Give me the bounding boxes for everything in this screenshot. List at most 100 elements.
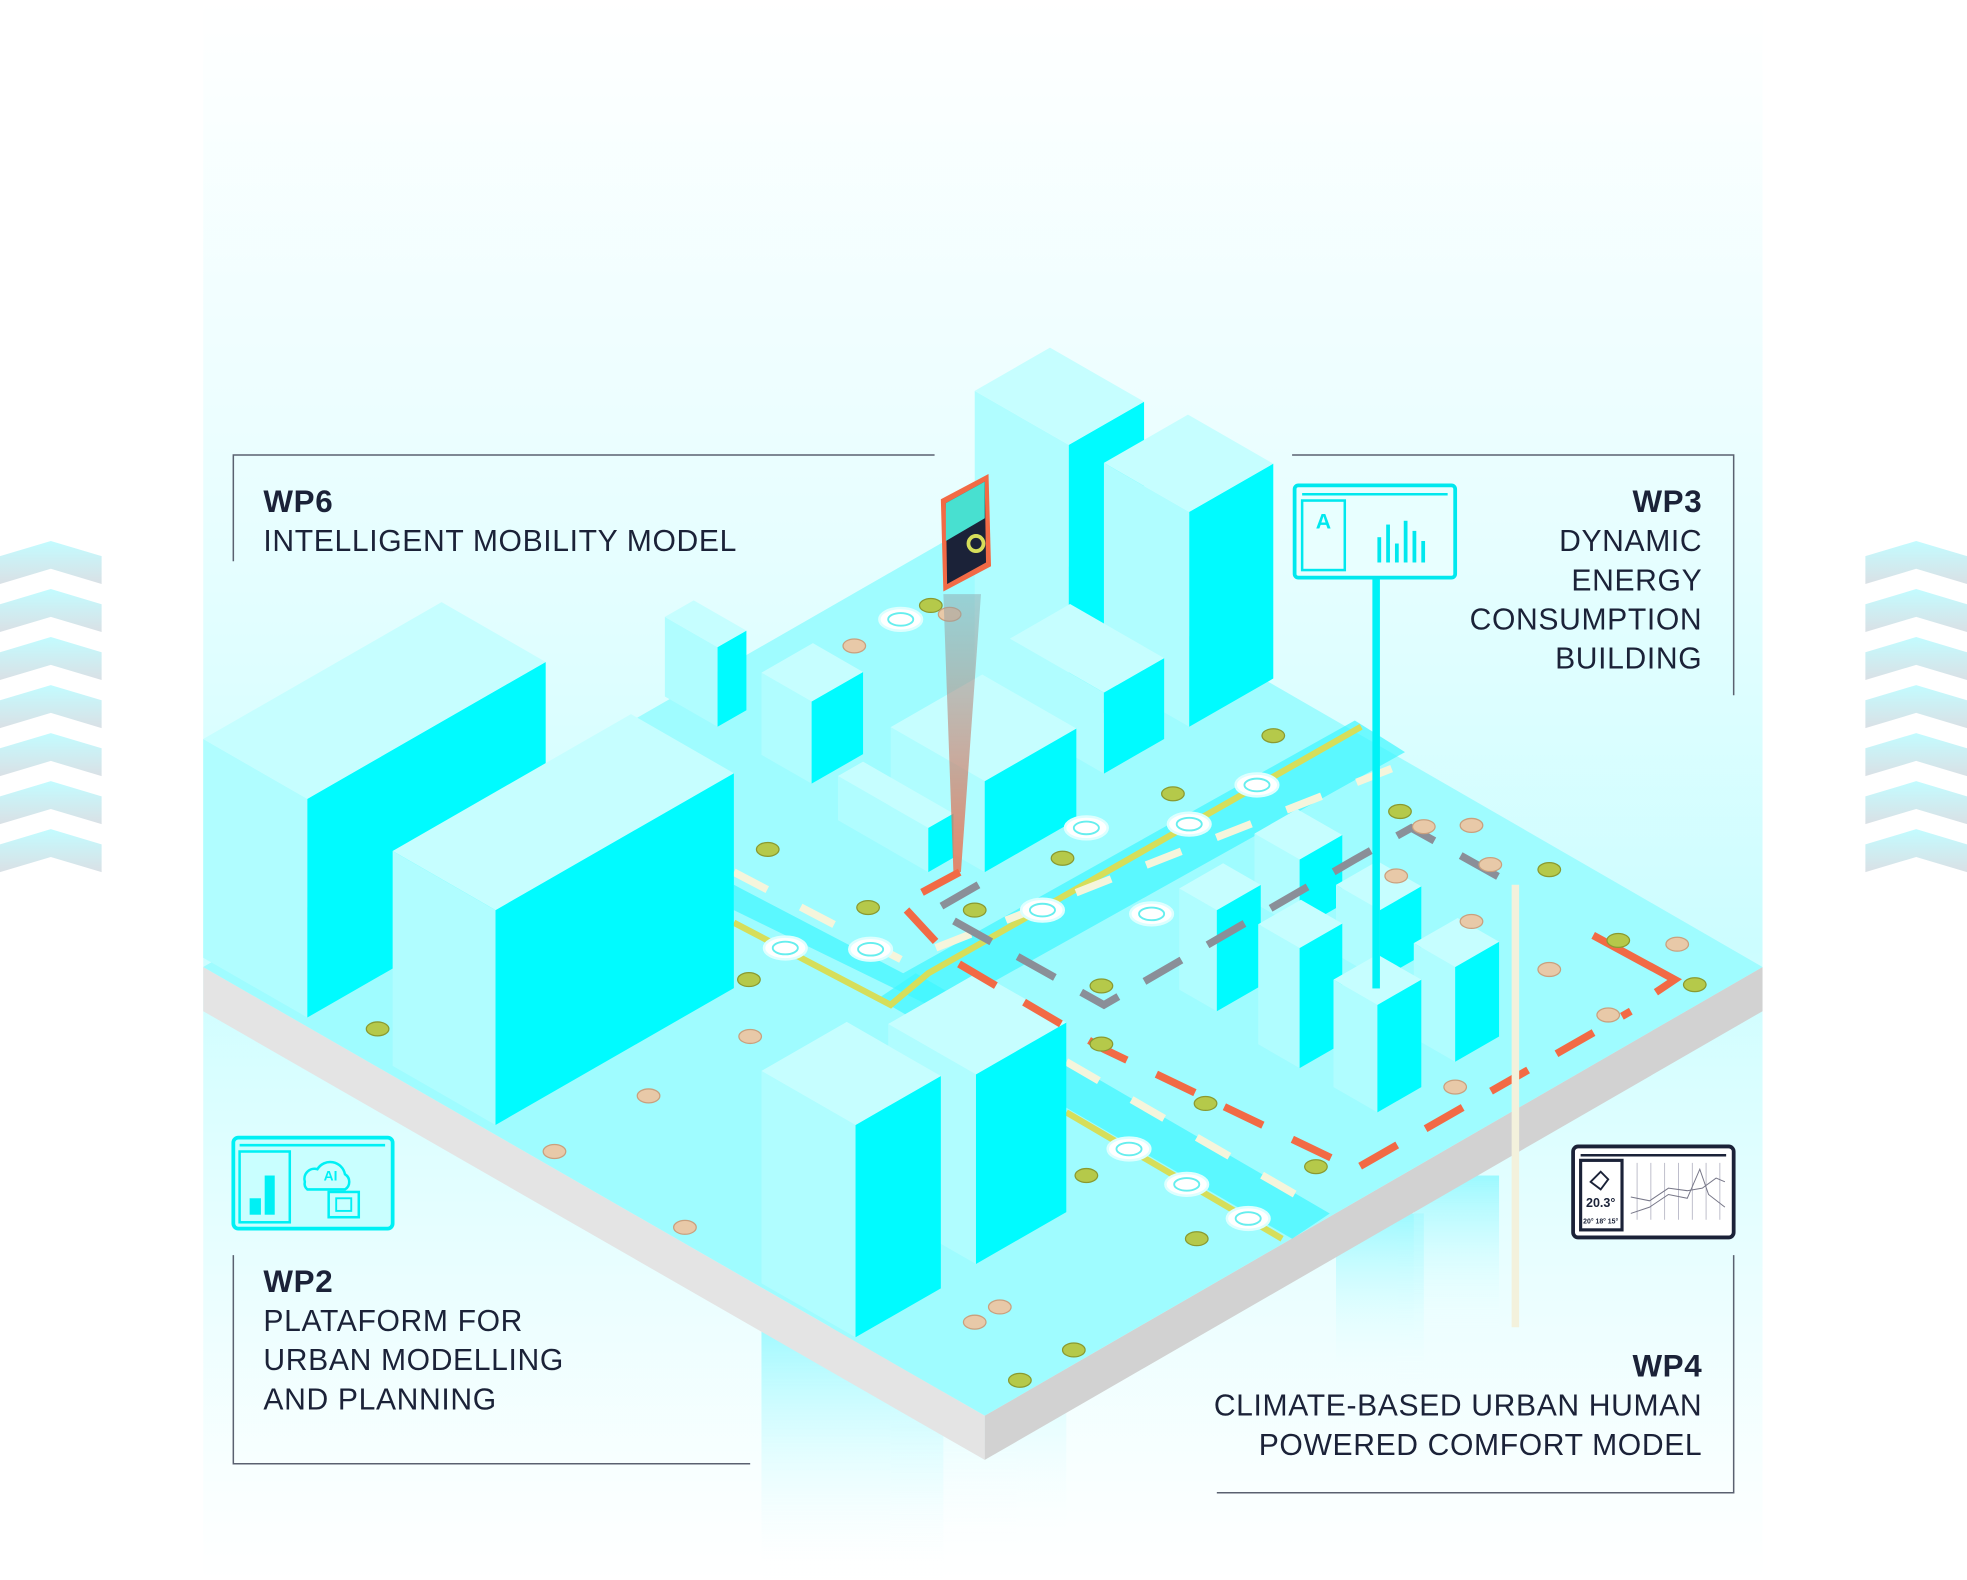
wp4-title-line: POWERED COMFORT MODEL — [1259, 1429, 1703, 1462]
sensor-ring-icon — [1225, 1205, 1271, 1232]
building — [761, 643, 864, 784]
street-dot — [856, 899, 881, 916]
sensor-ring-icon — [762, 935, 808, 961]
street-dot — [1682, 977, 1707, 993]
wp4-code: WP4 — [1632, 1348, 1702, 1383]
wp3-callout: WP3 DYNAMIC ENERGY CONSUMPTION BUILDING — [1292, 454, 1735, 696]
wp3-title-line: BUILDING — [1555, 643, 1702, 676]
wp2-title-line: AND PLANNING — [263, 1383, 496, 1416]
building — [664, 600, 747, 727]
wp6-code: WP6 — [263, 484, 333, 519]
climate-dashboard-icon: 20.3° 20° 18° 15° — [1571, 1144, 1736, 1240]
street-dot — [1665, 936, 1690, 952]
chevron — [0, 733, 102, 777]
sensor-ring-icon — [1166, 811, 1212, 837]
street-dot — [962, 1314, 987, 1330]
street-dot — [1089, 978, 1114, 994]
building — [1258, 899, 1343, 1069]
street-dot — [842, 638, 867, 654]
wp4-title-line: CLIMATE-BASED URBAN HUMAN — [1214, 1390, 1702, 1423]
sensor-ring-icon — [848, 936, 894, 962]
street-dot — [1384, 868, 1409, 884]
street-dot — [1261, 728, 1286, 744]
sensor-ring-icon — [1164, 1171, 1210, 1198]
energy-dashboard-icon: A — [1292, 483, 1458, 989]
street-dot — [1606, 932, 1631, 948]
street-dot — [1007, 1372, 1032, 1388]
street-dot — [1459, 913, 1484, 930]
mobility-phone-pin-icon — [940, 474, 992, 873]
street-dot — [1050, 850, 1075, 866]
street-dot — [1537, 961, 1562, 978]
wp6-title: INTELLIGENT MOBILITY MODEL — [263, 525, 737, 558]
street-dot — [1184, 1231, 1209, 1247]
chevron — [1865, 685, 1967, 729]
street-dot — [987, 1299, 1012, 1315]
chevron — [0, 781, 102, 825]
building — [837, 761, 954, 873]
chevron — [0, 540, 102, 584]
street-dot — [1074, 1167, 1099, 1184]
street-dot — [542, 1143, 567, 1160]
chevron — [1865, 637, 1967, 681]
chevron — [1865, 589, 1967, 632]
energy-label-letter: A — [1316, 509, 1331, 533]
wp2-code: WP2 — [263, 1264, 333, 1299]
right-chevron-decoration — [1865, 540, 1967, 873]
street-dot — [1478, 856, 1503, 873]
street-dot — [673, 1219, 697, 1235]
sensor-ring-icon — [1129, 901, 1175, 927]
street-dot — [1388, 803, 1412, 820]
sensor-ring-icon — [1106, 1136, 1152, 1162]
street-dot — [1061, 1342, 1086, 1358]
chevron — [0, 637, 102, 681]
street-dot — [1443, 1079, 1468, 1095]
chevron — [1865, 781, 1967, 825]
sensor-markers — [762, 606, 1280, 1232]
ai-platform-icon: AI — [231, 1135, 395, 1231]
wp3-title-line: DYNAMIC — [1559, 525, 1702, 558]
street-dot — [1596, 1007, 1621, 1023]
street-dots — [365, 597, 1707, 1388]
street-dot — [1537, 862, 1562, 878]
street-dot — [1089, 1036, 1114, 1052]
temperature-readout: 20.3° — [1586, 1196, 1615, 1210]
chevron — [1865, 733, 1967, 777]
sensor-ring-icon — [878, 606, 924, 632]
wp3-title-line: ENERGY — [1571, 564, 1702, 597]
building — [1413, 917, 1500, 1062]
street-dot — [365, 1021, 390, 1037]
sensor-ring-icon — [1063, 815, 1109, 841]
chevron — [1865, 540, 1967, 584]
chevron — [0, 829, 102, 873]
building — [761, 1021, 941, 1338]
wp2-title-line: URBAN MODELLING — [263, 1344, 563, 1377]
wp6-callout: WP6 INTELLIGENT MOBILITY MODEL — [232, 454, 935, 562]
street-dot — [1459, 817, 1484, 833]
chevron — [0, 685, 102, 729]
mobility-routes — [894, 823, 1683, 1328]
street-dot — [755, 841, 780, 857]
building — [1179, 863, 1261, 1012]
ai-label: AI — [324, 1168, 338, 1184]
chevron — [0, 589, 102, 632]
street-dot — [962, 902, 987, 918]
street-dot — [1193, 1095, 1218, 1112]
street-dot — [918, 597, 943, 614]
wp3-code: WP3 — [1632, 484, 1702, 519]
building — [392, 714, 734, 1125]
street-dot — [736, 972, 761, 988]
street-dot — [738, 1028, 763, 1045]
wp2-callout: WP2 PLATAFORM FOR URBAN MODELLING AND PL… — [232, 1255, 751, 1465]
street-dot — [1161, 786, 1185, 802]
wp3-title-line: CONSUMPTION — [1470, 603, 1703, 636]
street-dot — [1411, 819, 1436, 835]
wp2-title-line: PLATAFORM FOR — [263, 1305, 523, 1338]
buildings — [203, 347, 1500, 1338]
left-chevron-decoration — [0, 540, 102, 873]
street-dot — [1304, 1159, 1328, 1175]
forecast-readout: 20° 18° 15° — [1583, 1218, 1618, 1226]
sensor-ring-icon — [1019, 897, 1066, 923]
sensor-ring-icon — [1234, 772, 1280, 798]
